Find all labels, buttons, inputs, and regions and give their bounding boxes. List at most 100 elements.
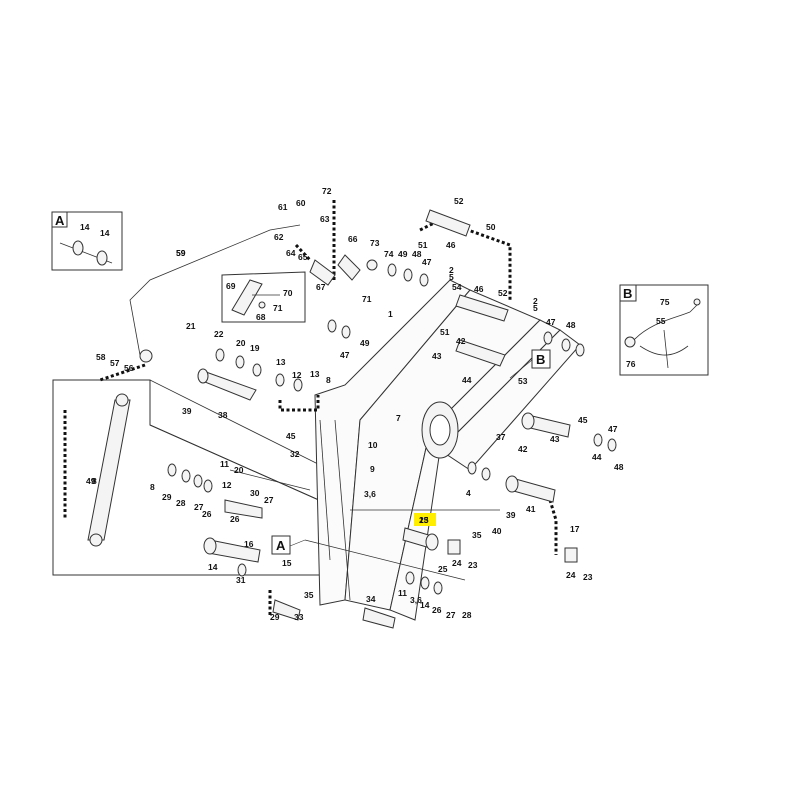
label-55: 55 <box>656 316 666 326</box>
part-label: 47 <box>546 317 556 327</box>
part-label: 12 <box>222 480 232 490</box>
part-label: 15 <box>282 558 292 568</box>
label-70: 70 <box>283 288 293 298</box>
part-label: 59 <box>176 248 186 258</box>
part-label: 13 <box>419 515 429 525</box>
part-label: 63 <box>320 214 330 224</box>
part-label: 47 <box>608 424 618 434</box>
part-label: 44 <box>592 452 602 462</box>
part-label: 40 <box>492 526 502 536</box>
part-label: 66 <box>348 234 358 244</box>
callout-b: B <box>536 352 545 367</box>
part-label: 8 <box>326 375 331 385</box>
part-label: 9 <box>370 464 375 474</box>
part-label: 11 <box>220 459 229 469</box>
part-label: 60 <box>296 198 306 208</box>
part-label: 19 <box>250 343 260 353</box>
part-label: 24 <box>452 558 462 568</box>
diagram-callouts: B A <box>271 349 551 555</box>
part-label: 42 <box>456 336 466 346</box>
part-label: 54 <box>452 282 462 292</box>
part-label: 20 <box>236 338 246 348</box>
part-label: 26 <box>432 605 442 615</box>
part-label: 20 <box>234 465 244 475</box>
part-label: 32 <box>290 449 300 459</box>
part-label: 2 <box>533 296 538 306</box>
part-label: 30 <box>250 488 260 498</box>
detail-letter-b: B <box>623 286 632 301</box>
part-label: 16 <box>244 539 254 549</box>
part-label: 29 <box>270 612 280 622</box>
part-label: 53 <box>518 376 528 386</box>
part-label: 72 <box>322 186 332 196</box>
detail-box-a: A 14 14 <box>51 211 123 271</box>
label-14b: 14 <box>100 228 110 238</box>
label-76: 76 <box>626 359 636 369</box>
part-label: 34 <box>366 594 376 604</box>
part-label: 26 <box>230 514 240 524</box>
label-71-inset: 71 <box>273 303 283 313</box>
highlight-part-25 <box>414 513 436 526</box>
part-label: 11 <box>398 588 407 598</box>
part-label: 3,6 <box>410 595 422 605</box>
part-label: 7 <box>396 413 401 423</box>
washers <box>167 263 617 595</box>
label-75: 75 <box>660 297 670 307</box>
part-label: 48 <box>412 249 422 259</box>
part-label: 51 <box>418 240 428 250</box>
part-label: 27 <box>264 495 274 505</box>
part-label: 2 <box>449 265 454 275</box>
part-label: 46 <box>474 284 484 294</box>
part-label: 12 <box>292 370 302 380</box>
part-label: 27 <box>194 502 204 512</box>
part-label: 47 <box>340 350 350 360</box>
part-label: 13 <box>310 369 320 379</box>
highlighted-part-label: 25 <box>419 515 429 525</box>
part-label: 41 <box>526 504 536 514</box>
part-label: 52 <box>498 288 508 298</box>
part-label: 48 <box>614 462 624 472</box>
part-label: 42 <box>518 444 528 454</box>
label-8-detail: 8 <box>92 476 97 486</box>
part-label: 14 <box>208 562 218 572</box>
label-59: 59 <box>176 248 186 258</box>
part-label: 49 <box>86 476 96 486</box>
detail-letter-a: A <box>55 213 65 228</box>
part-label: 26 <box>202 509 212 519</box>
part-label: 43 <box>432 351 442 361</box>
part-label: 38 <box>218 410 228 420</box>
part-label: 57 <box>110 358 120 368</box>
part-label: 3,6 <box>364 489 376 499</box>
label-68: 68 <box>256 312 266 322</box>
part-label: 50 <box>486 222 496 232</box>
part-label: 62 <box>274 232 284 242</box>
part-label: 58 <box>96 352 106 362</box>
part-label: 23 <box>468 560 478 570</box>
part-label: 64 <box>286 248 296 258</box>
part-label: 74 <box>384 249 394 259</box>
part-label: 48 <box>566 320 576 330</box>
part-label: 5 <box>449 272 454 282</box>
part-label: 39 <box>506 510 516 520</box>
part-label: 73 <box>370 238 380 248</box>
part-label: 45 <box>578 415 588 425</box>
part-label: 67 <box>316 282 326 292</box>
part-label: 8 <box>150 482 155 492</box>
part-label: 17 <box>570 524 580 534</box>
part-label: 10 <box>368 440 378 450</box>
part-label: 49 <box>360 338 370 348</box>
callout-a: A <box>276 538 286 553</box>
part-label: 35 <box>304 590 314 600</box>
part-label: 21 <box>186 321 196 331</box>
part-label: 35 <box>472 530 482 540</box>
part-label: 14 <box>420 600 430 610</box>
part-label: 39 <box>182 406 192 416</box>
part-label: 27 <box>446 610 456 620</box>
part-label: 4 <box>466 488 471 498</box>
part-label: 22 <box>214 329 224 339</box>
part-label: 46 <box>446 240 456 250</box>
part-label: 47 <box>422 257 432 267</box>
part-label: 28 <box>176 498 186 508</box>
